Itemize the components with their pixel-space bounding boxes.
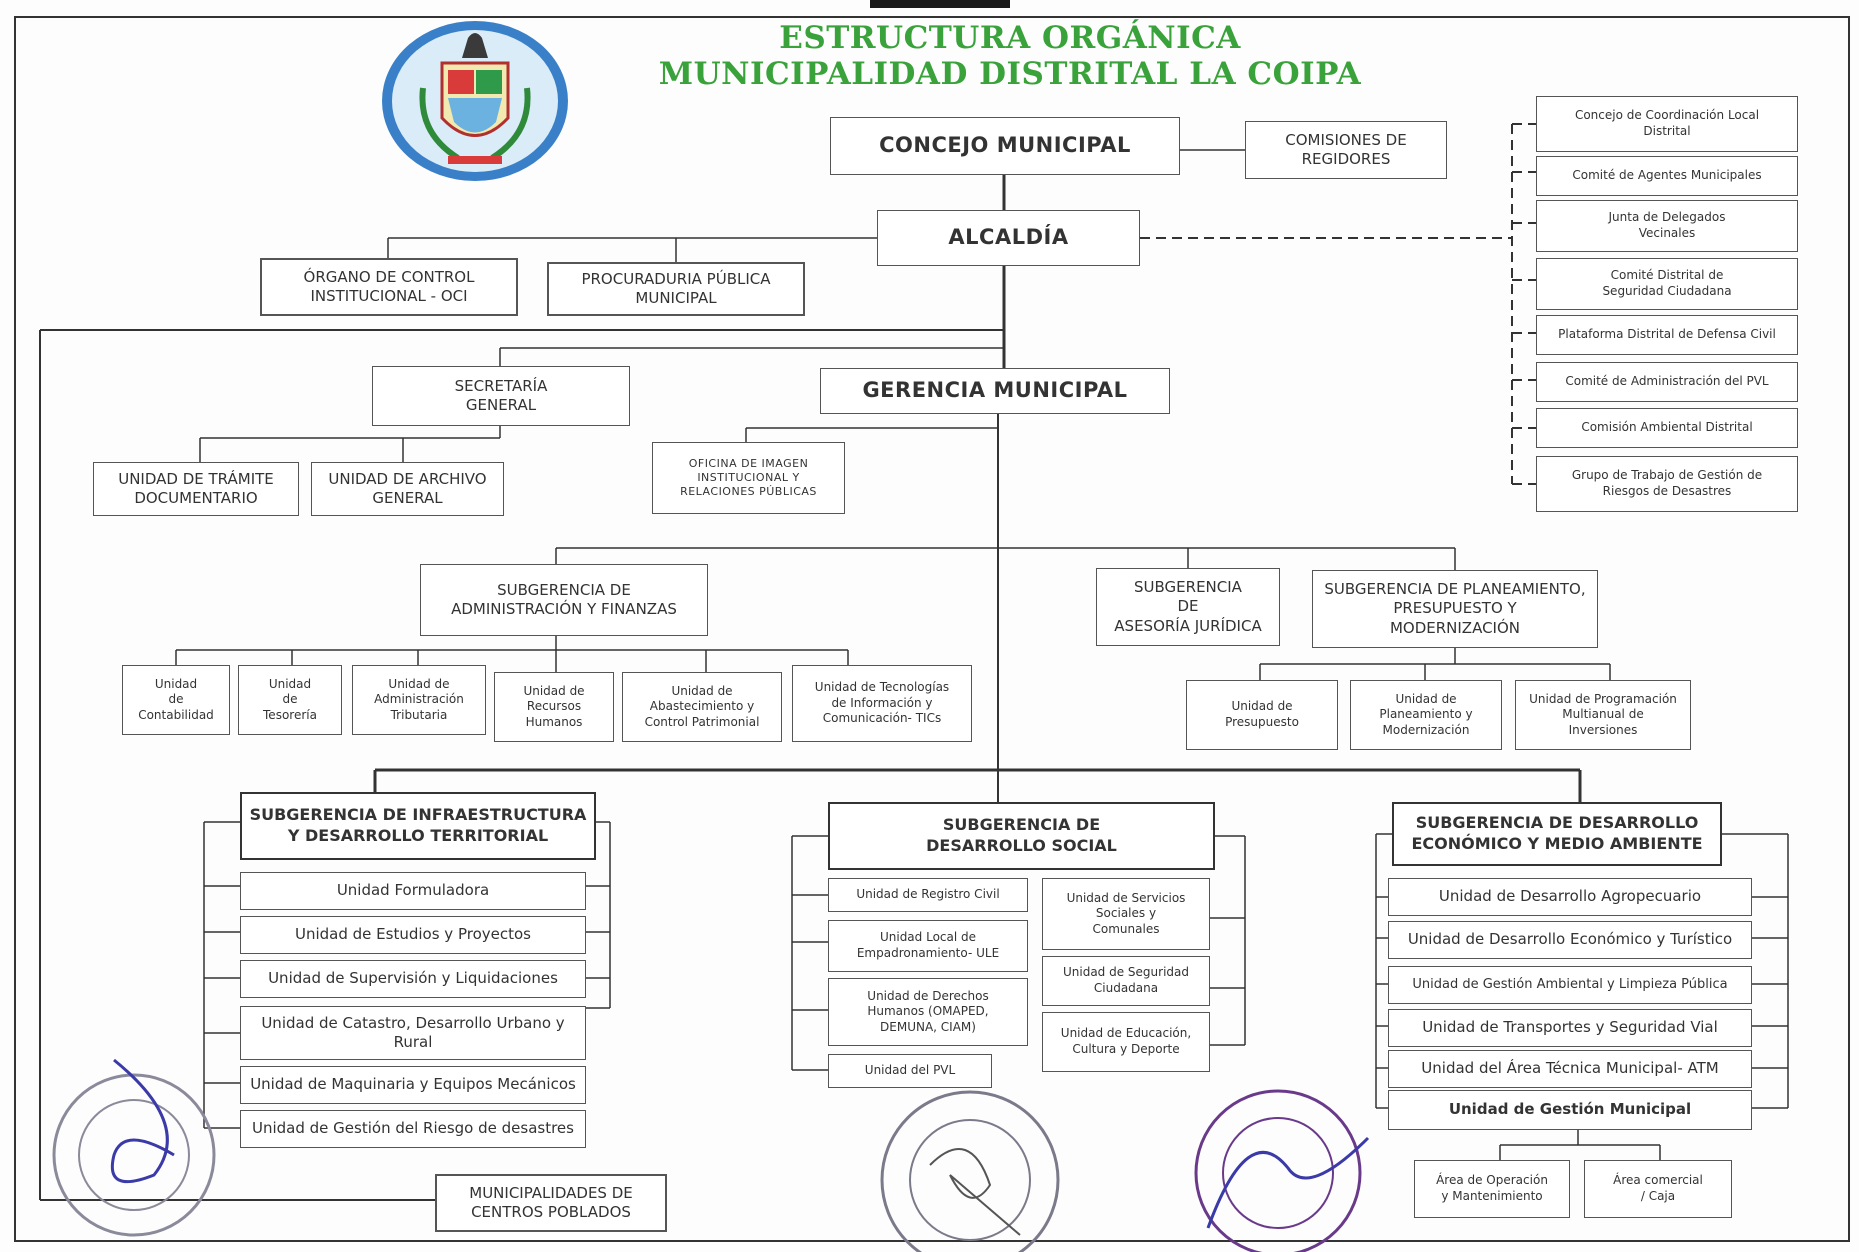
subgerencia-asesoria-box[interactable]: SUBGERENCIA DE ASESORÍA JURÍDICA <box>1096 568 1280 646</box>
infraestructura-unit[interactable]: Unidad de Catastro, Desarrollo Urbano y … <box>240 1006 586 1060</box>
subgerencia-infraestructura-box[interactable]: SUBGERENCIA DE INFRAESTRUCTURA Y DESARRO… <box>240 792 596 860</box>
top-tab-mark <box>870 0 1010 8</box>
saf-unit[interactable]: Unidad de Abastecimiento y Control Patri… <box>622 672 782 742</box>
desarrollo-social-unit[interactable]: Unidad de Registro Civil <box>828 878 1028 912</box>
desarrollo-social-unit[interactable]: Unidad Local de Empadronamiento- ULE <box>828 920 1028 972</box>
saf-unit[interactable]: Unidad de Contabilidad <box>122 665 230 735</box>
consultative-item[interactable]: Comité Distrital de Seguridad Ciudadana <box>1536 258 1798 310</box>
saf-unit[interactable]: Unidad de Tesorería <box>238 665 342 735</box>
planeamiento-unit[interactable]: Unidad de Programación Multianual de Inv… <box>1515 680 1691 750</box>
infraestructura-unit[interactable]: Unidad de Gestión del Riesgo de desastre… <box>240 1110 586 1148</box>
saf-unit[interactable]: Unidad de Tecnologías de Información y C… <box>792 665 972 742</box>
desarrollo-social-unit[interactable]: Unidad del PVL <box>828 1054 992 1088</box>
gestion-area[interactable]: Área comercial / Caja <box>1584 1160 1732 1218</box>
consultative-item[interactable]: Concejo de Coordinación Local Distrital <box>1536 96 1798 152</box>
legal-advisory-stamp-icon <box>880 1090 1060 1252</box>
infraestructura-unit[interactable]: Unidad Formuladora <box>240 872 586 910</box>
gerencia-municipal-box[interactable]: GERENCIA MUNICIPAL <box>820 368 1170 414</box>
desarrollo-economico-unit[interactable]: Unidad del Área Técnica Municipal- ATM <box>1388 1050 1752 1088</box>
consultative-item[interactable]: Comité de Administración del PVL <box>1536 362 1798 402</box>
consultative-item[interactable]: Junta de Delegados Vecinales <box>1536 200 1798 252</box>
infraestructura-unit[interactable]: Unidad de Estudios y Proyectos <box>240 916 586 954</box>
gestion-area[interactable]: Área de Operación y Mantenimiento <box>1414 1160 1570 1218</box>
planeamiento-unit[interactable]: Unidad de Presupuesto <box>1186 680 1338 750</box>
infraestructura-unit[interactable]: Unidad de Supervisión y Liquidaciones <box>240 960 586 998</box>
imagen-institucional-box[interactable]: OFICINA DE IMAGEN INSTITUCIONAL Y RELACI… <box>652 442 845 514</box>
tramite-documentario-box[interactable]: UNIDAD DE TRÁMITE DOCUMENTARIO <box>93 462 299 516</box>
human-resources-stamp-icon <box>1194 1089 1370 1252</box>
gestion-municipal-unit[interactable]: Unidad de Gestión Municipal <box>1388 1090 1752 1130</box>
subgerencia-desarrollo-economico-box[interactable]: SUBGERENCIA DE DESARROLLO ECONÓMICO Y ME… <box>1392 802 1722 866</box>
concejo-municipal-box[interactable]: CONCEJO MUNICIPAL <box>830 117 1180 175</box>
consultative-item[interactable]: Grupo de Trabajo de Gestión de Riesgos d… <box>1536 456 1798 512</box>
municipal-coat-of-arms-icon <box>382 21 568 181</box>
comisiones-regidores-box[interactable]: COMISIONES DE REGIDORES <box>1245 121 1447 179</box>
archivo-general-box[interactable]: UNIDAD DE ARCHIVO GENERAL <box>311 462 504 516</box>
procuraduria-box[interactable]: PROCURADURIA PÚBLICA MUNICIPAL <box>547 262 805 316</box>
planeamiento-unit[interactable]: Unidad de Planeamiento y Modernización <box>1350 680 1502 750</box>
consultative-item[interactable]: Comisión Ambiental Distrital <box>1536 408 1798 448</box>
secretaria-general-box[interactable]: SECRETARÍA GENERAL <box>372 366 630 426</box>
desarrollo-social-unit[interactable]: Unidad de Educación, Cultura y Deporte <box>1042 1012 1210 1072</box>
consultative-item[interactable]: Plataforma Distrital de Defensa Civil <box>1536 315 1798 355</box>
official-stamp-icon <box>52 1058 216 1237</box>
chart-frame <box>14 16 1850 1242</box>
saf-unit[interactable]: Unidad de Administración Tributaria <box>352 665 486 735</box>
desarrollo-economico-unit[interactable]: Unidad de Desarrollo Agropecuario <box>1388 878 1752 916</box>
desarrollo-economico-unit[interactable]: Unidad de Gestión Ambiental y Limpieza P… <box>1388 966 1752 1004</box>
desarrollo-economico-unit[interactable]: Unidad de Transportes y Seguridad Vial <box>1388 1009 1752 1047</box>
infraestructura-unit[interactable]: Unidad de Maquinaria y Equipos Mecánicos <box>240 1066 586 1104</box>
chart-title-line2: MUNICIPALIDAD DISTRITAL LA COIPA <box>658 56 1362 92</box>
centros-poblados-box[interactable]: MUNICIPALIDADES DE CENTROS POBLADOS <box>435 1174 667 1232</box>
desarrollo-economico-unit[interactable]: Unidad de Desarrollo Económico y Turísti… <box>1388 921 1752 959</box>
desarrollo-social-unit[interactable]: Unidad de Seguridad Ciudadana <box>1042 956 1210 1006</box>
subgerencia-administracion-box[interactable]: SUBGERENCIA DE ADMINISTRACIÓN Y FINANZAS <box>420 564 708 636</box>
chart-title-line1: ESTRUCTURA ORGÁNICA <box>779 20 1241 56</box>
alcaldia-box[interactable]: ALCALDÍA <box>877 210 1140 266</box>
subgerencia-planeamiento-box[interactable]: SUBGERENCIA DE PLANEAMIENTO, PRESUPUESTO… <box>1312 570 1598 648</box>
desarrollo-social-unit[interactable]: Unidad de Derechos Humanos (OMAPED, DEMU… <box>828 978 1028 1046</box>
saf-unit[interactable]: Unidad de Recursos Humanos <box>494 672 614 742</box>
subgerencia-desarrollo-social-box[interactable]: SUBGERENCIA DE DESARROLLO SOCIAL <box>828 802 1215 870</box>
consultative-item[interactable]: Comité de Agentes Municipales <box>1536 156 1798 196</box>
desarrollo-social-unit[interactable]: Unidad de Servicios Sociales y Comunales <box>1042 878 1210 950</box>
oci-box[interactable]: ÓRGANO DE CONTROL INSTITUCIONAL - OCI <box>260 258 518 316</box>
